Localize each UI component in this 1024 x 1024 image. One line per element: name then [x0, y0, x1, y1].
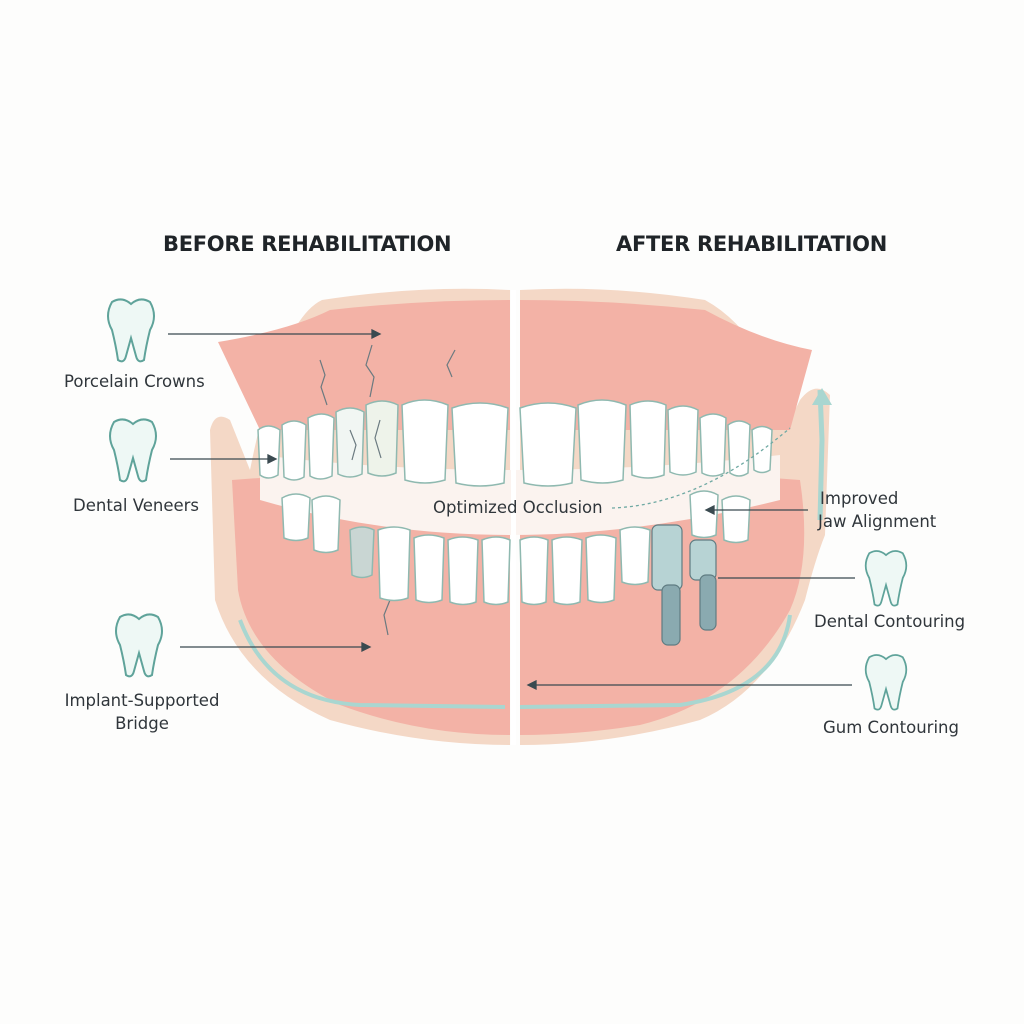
label-line: Implant-Supported [64, 691, 220, 710]
before-title: BEFORE REHABILITATION [163, 232, 452, 256]
after-title: AFTER REHABILITATION [616, 232, 887, 256]
tooth-icon [864, 550, 908, 607]
label-dental-veneers: Dental Veneers [73, 496, 200, 515]
gum-contour-line-right [519, 614, 792, 709]
lower-teeth [281, 490, 751, 606]
upper-gum-after [520, 300, 812, 430]
label-line: Jaw Alignment [818, 512, 937, 531]
implants [651, 524, 717, 646]
label-improved-jaw-alignment: Improved Jaw Alignment [818, 487, 936, 533]
upper-gum-before [218, 300, 510, 430]
tooth-icon [864, 654, 908, 711]
label-porcelain-crowns: Porcelain Crowns [64, 372, 205, 391]
jaw-alignment-arrow [817, 389, 825, 521]
gum-contour-line-left [238, 619, 506, 709]
tooth-icon [115, 613, 163, 678]
label-dental-contouring: Dental Contouring [814, 612, 966, 631]
leader-lines [168, 328, 855, 691]
cracks [319, 344, 456, 636]
label-line: Bridge [115, 714, 169, 733]
tooth-icon [109, 418, 157, 483]
label-line: Improved [820, 489, 899, 508]
label-optimized-occlusion: Optimized Occlusion [433, 498, 603, 517]
label-implant-supported-bridge: Implant-Supported Bridge [52, 689, 232, 735]
before-after-divider [511, 290, 516, 745]
tooth-icon [107, 298, 155, 363]
label-gum-contouring: Gum Contouring [823, 718, 959, 737]
